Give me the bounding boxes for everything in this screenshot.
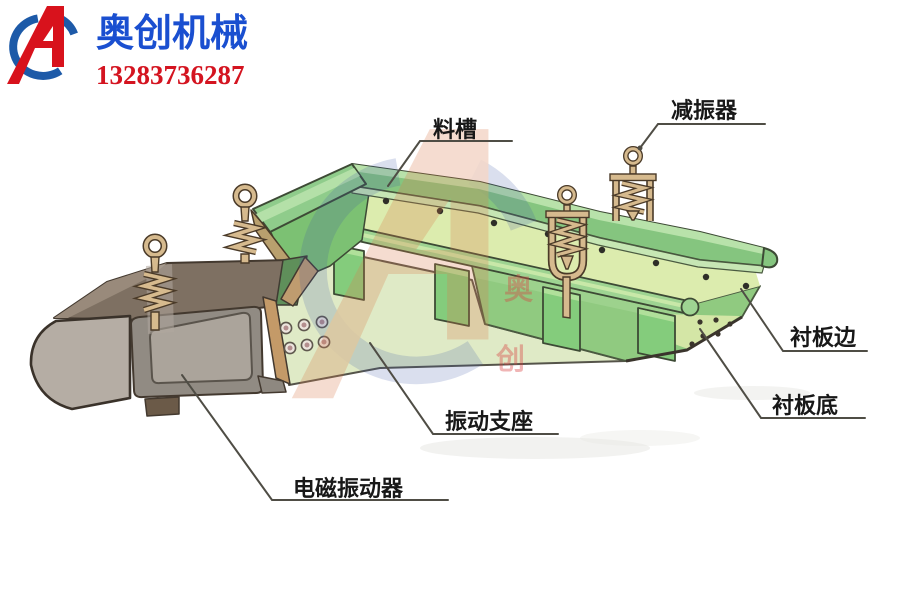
svg-text:衬板边: 衬板边 — [790, 325, 857, 350]
svg-text:料槽: 料槽 — [433, 117, 477, 142]
svg-text:减振器: 减振器 — [671, 98, 738, 123]
svg-text:奥: 奥 — [504, 273, 534, 306]
svg-text:奥创机械: 奥创机械 — [96, 13, 248, 55]
svg-text:振动支座: 振动支座 — [445, 409, 533, 434]
svg-text:衬板底: 衬板底 — [772, 393, 838, 418]
svg-text:电磁振动器: 电磁振动器 — [293, 476, 404, 501]
svg-text:13283736287: 13283736287 — [96, 60, 245, 90]
svg-text:创: 创 — [495, 343, 525, 376]
